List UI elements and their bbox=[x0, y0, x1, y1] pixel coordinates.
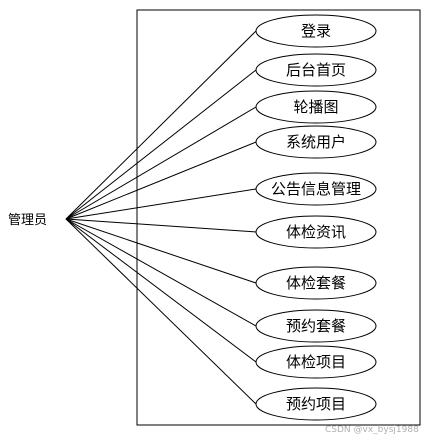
connector-line bbox=[65, 30, 257, 220]
use-case: 体检项目 bbox=[255, 345, 377, 379]
use-case-label: 公告信息管理 bbox=[271, 180, 361, 198]
connector-line bbox=[65, 218, 257, 363]
connector-line bbox=[65, 106, 257, 220]
connector-line bbox=[65, 218, 257, 233]
use-case: 体检套餐 bbox=[255, 266, 377, 300]
use-case-ellipse bbox=[255, 387, 377, 421]
use-case: 轮播图 bbox=[255, 90, 377, 124]
use-case-label: 系统用户 bbox=[286, 133, 346, 151]
use-case-ellipse bbox=[255, 53, 377, 87]
use-case-ellipse bbox=[255, 172, 377, 206]
actor-connectors bbox=[65, 30, 257, 405]
connector-line bbox=[65, 218, 257, 327]
use-case-ellipse bbox=[255, 125, 377, 159]
use-case-ellipse bbox=[255, 14, 377, 48]
use-case: 预约套餐 bbox=[255, 309, 377, 343]
use-case: 预约项目 bbox=[255, 387, 377, 421]
use-case-ellipse bbox=[255, 90, 377, 124]
use-case-label: 预约项目 bbox=[286, 395, 346, 413]
use-case-ellipse bbox=[255, 345, 377, 379]
system-boundary bbox=[136, 9, 421, 426]
use-case: 公告信息管理 bbox=[255, 172, 377, 206]
use-case: 登录 bbox=[255, 14, 377, 48]
use-case-label: 登录 bbox=[301, 22, 331, 40]
use-case-label: 轮播图 bbox=[293, 98, 338, 116]
use-case-label: 体检套餐 bbox=[286, 274, 346, 292]
use-case-label: 后台首页 bbox=[286, 61, 346, 79]
connector-line bbox=[65, 141, 257, 220]
connector-line bbox=[65, 218, 257, 284]
use-case-ellipse bbox=[255, 266, 377, 300]
use-case-label: 体检项目 bbox=[286, 353, 346, 371]
actor-label: 管理员 bbox=[8, 213, 47, 228]
connector-line bbox=[65, 69, 257, 220]
use-case: 系统用户 bbox=[255, 125, 377, 159]
use-case-ellipse bbox=[255, 309, 377, 343]
use-case: 后台首页 bbox=[255, 53, 377, 87]
connector-line bbox=[65, 218, 257, 405]
use-case: 体检资讯 bbox=[255, 215, 377, 249]
use-case-label: 预约套餐 bbox=[286, 317, 346, 335]
use-case-label: 体检资讯 bbox=[286, 223, 346, 241]
use-case-ellipse bbox=[255, 215, 377, 249]
connector-line bbox=[65, 188, 257, 220]
watermark-text: CSDN @vx_bysj1988 bbox=[325, 425, 419, 435]
